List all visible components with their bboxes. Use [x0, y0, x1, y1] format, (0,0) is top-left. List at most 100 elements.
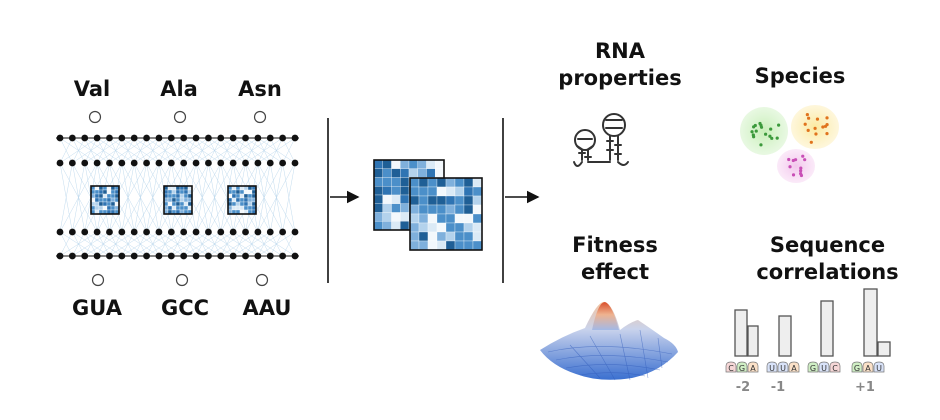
matrix-cell	[400, 159, 410, 169]
species-dot	[803, 158, 807, 162]
network-node	[192, 159, 200, 167]
nucleotide-box	[747, 361, 759, 373]
network-node	[167, 252, 175, 260]
network-node	[229, 228, 237, 236]
matrix-cell	[463, 222, 474, 233]
matrix-cell	[427, 186, 438, 197]
matrix-cell	[427, 240, 438, 251]
matrix-cell	[472, 222, 483, 233]
matrix-cell	[454, 213, 465, 224]
matrix-cell	[463, 204, 474, 215]
matrix-cell	[463, 213, 474, 224]
network-node	[266, 252, 274, 260]
network-node	[155, 159, 163, 167]
matrix-cell	[98, 197, 104, 203]
correlation-bar	[877, 341, 891, 357]
nucleotide-box	[807, 361, 819, 373]
matrix-cell	[454, 231, 465, 242]
network-node	[143, 159, 150, 167]
network-node	[106, 252, 113, 260]
matrix-cell	[472, 177, 483, 188]
matrix-cell	[373, 221, 383, 231]
network-node	[242, 252, 249, 260]
matrix-cell	[417, 168, 427, 178]
nucleotide-label: G	[810, 364, 816, 373]
matrix-cell	[382, 186, 392, 196]
matrix-cell	[436, 222, 447, 233]
matrix-border	[90, 185, 120, 215]
species-title: Species	[754, 64, 846, 88]
network-node	[291, 134, 299, 142]
nucleotide-label: U	[876, 364, 882, 373]
position-label: -2	[736, 380, 750, 395]
matrix-cell	[463, 186, 474, 197]
matrix-cell	[427, 204, 438, 215]
matrix-cell	[171, 197, 177, 203]
correlation-bar	[778, 315, 792, 357]
matrix-cell	[98, 205, 104, 211]
network-node	[266, 159, 274, 167]
network-node	[192, 228, 200, 236]
network-node	[143, 134, 150, 142]
seqcorr-line1: Sequence	[769, 233, 886, 257]
matrix-cell	[418, 204, 429, 215]
position-label: +1	[855, 380, 875, 395]
matrix-cell	[445, 195, 456, 206]
nucleotide-box	[725, 361, 737, 373]
fitness-line1: Fitness	[572, 233, 658, 257]
matrix-cell	[472, 195, 483, 206]
nucleotide-box	[818, 361, 830, 373]
species-dot	[750, 130, 754, 134]
matrix-cell	[409, 222, 420, 233]
label-val: Val	[73, 77, 111, 101]
network-node	[180, 252, 188, 260]
species-dot	[801, 154, 805, 158]
matrix-cell	[235, 197, 241, 203]
species-dot	[787, 157, 791, 162]
network-node	[167, 228, 175, 236]
matrix-cell	[418, 177, 429, 188]
matrix-cell	[445, 186, 456, 197]
species-clusters-icon	[740, 105, 839, 183]
species-dot	[791, 173, 796, 177]
network-node	[254, 159, 262, 167]
nucleotide-box	[862, 361, 874, 373]
network-node	[155, 134, 163, 142]
matrix-cell	[94, 201, 100, 207]
sequence-correlations-title: Sequence correlations	[725, 232, 930, 286]
matrix-cell	[427, 195, 438, 206]
matrix-cell	[436, 177, 447, 188]
matrix-cell	[373, 194, 383, 204]
matrix-cell	[426, 159, 436, 169]
nucleotide-label: U	[780, 364, 786, 373]
network-node	[217, 159, 225, 167]
matrix-cell	[454, 240, 465, 251]
matrix-cell	[239, 197, 245, 203]
matrix-cell	[110, 189, 116, 195]
matrix-cell	[102, 205, 108, 211]
species-dot	[775, 136, 779, 140]
matrix-cell	[426, 168, 436, 178]
nucleotide-label: A	[791, 364, 797, 373]
species-dot	[788, 165, 792, 169]
species-dot	[791, 158, 795, 163]
network-node	[68, 134, 76, 142]
matrix-cell	[463, 195, 474, 206]
network-node	[81, 134, 89, 142]
matrix-cell	[382, 159, 392, 169]
species-dot	[768, 134, 772, 138]
matrix-cell	[183, 201, 189, 207]
output-node	[91, 273, 105, 287]
matrix-cell	[435, 159, 445, 169]
network-node	[279, 134, 287, 142]
label-asn: Asn	[238, 77, 282, 101]
matrix-cell	[382, 212, 392, 222]
matrix-cell	[409, 240, 420, 251]
matrix-cell	[373, 212, 383, 222]
network-node	[81, 159, 89, 167]
species-dot	[752, 135, 756, 139]
species-dot	[764, 132, 768, 136]
matrix-cell	[175, 193, 181, 199]
species-dot	[758, 121, 762, 126]
matrix-cell	[454, 222, 465, 233]
